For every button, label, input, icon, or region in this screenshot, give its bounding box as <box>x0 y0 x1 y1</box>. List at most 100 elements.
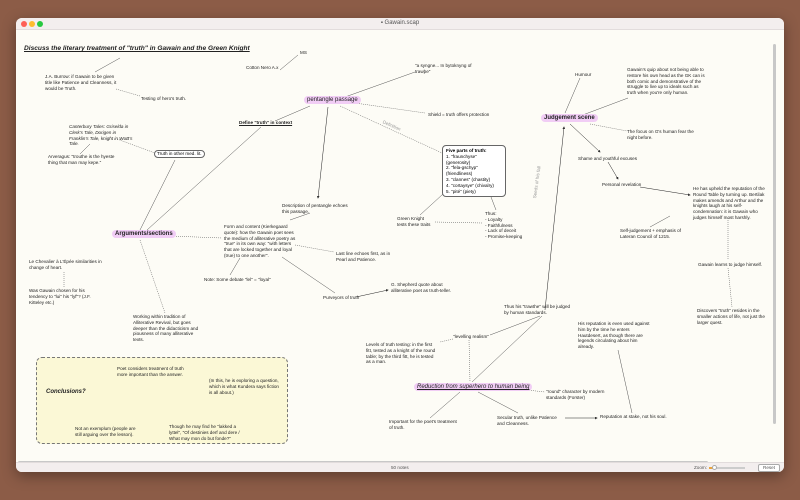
note-working[interactable]: Working within tradition of Alliterative… <box>133 314 199 343</box>
connector <box>116 138 156 154</box>
note-cotton[interactable]: Cotton Nero A.x <box>246 65 279 70</box>
connector <box>289 212 311 221</box>
minimize-button[interactable] <box>29 21 35 27</box>
zoom-slider-knob[interactable] <box>712 465 718 470</box>
connector <box>564 77 581 114</box>
connector <box>477 391 519 414</box>
connector <box>439 338 454 343</box>
note-arveragus[interactable]: Arveragus: "trouthe is the hyeste thing … <box>48 154 115 165</box>
note-conclusions[interactable]: Conclusions? <box>46 389 86 395</box>
note-five-parts[interactable]: Five parts of truth: 1. "fraunchyse" (ge… <box>442 145 506 198</box>
note-secular[interactable]: Secular truth, unlike Patience and Clean… <box>497 415 557 426</box>
note-exemplum[interactable]: Not an exemplum (people are still arguin… <box>75 426 136 437</box>
note-trawthe[interactable]: Thus his "trawthe" will be judged by hum… <box>504 304 571 315</box>
note-self-judgement[interactable]: Self-judgement + emphasis of Lateran Cou… <box>620 228 681 239</box>
note-arguments[interactable]: Arguments/sections <box>112 230 176 238</box>
note-discovers[interactable]: Discovers "truth" resides in the smaller… <box>697 308 765 325</box>
note-define-truth[interactable]: Define "truth" in context <box>239 120 293 125</box>
connector <box>344 71 416 98</box>
connector <box>468 339 471 383</box>
window-title: ▪ Gawain.scap <box>380 20 420 26</box>
note-reduction[interactable]: Reduction from superhero to human being <box>414 383 533 391</box>
connector <box>434 221 483 224</box>
note-last-line[interactable]: Last line echoes first, as in Pearl and … <box>336 251 391 262</box>
connector <box>639 186 690 195</box>
connector <box>429 391 461 419</box>
connector <box>139 159 176 231</box>
connector <box>589 123 628 132</box>
connector <box>115 88 141 97</box>
connector <box>354 102 426 114</box>
note-shame[interactable]: Shame and youthful excuses <box>578 156 637 161</box>
note-truth-other-med[interactable]: Truth in other med. lit. <box>154 150 205 158</box>
connector <box>544 127 564 311</box>
thus-item: - Loyalty <box>485 216 503 222</box>
note-ms[interactable]: MS <box>300 50 307 55</box>
vertical-scrollbar[interactable] <box>773 44 776 424</box>
note-levels[interactable]: Levels of truth testing: in the first fi… <box>366 342 436 365</box>
note-canterbury[interactable]: Canterbury Tales: Griselda in Clerk's Ta… <box>69 124 133 147</box>
zoom-button[interactable] <box>37 21 43 27</box>
document-icon: ▪ <box>380 20 385 26</box>
note-shepherd[interactable]: G. Shepherd quote about alliterative poe… <box>391 282 452 293</box>
note-learns[interactable]: Gawain learns to judge himself. <box>698 262 763 267</box>
note-chosen[interactable]: Was Gawain chosen for his tendency to "l… <box>29 288 91 305</box>
connector <box>579 97 629 117</box>
note-debate[interactable]: Note: Some debate "lel" = "loyal" <box>204 277 271 282</box>
note-reputation[interactable]: His reputation is even used against him … <box>578 321 650 350</box>
map-title-note[interactable]: Discuss the literary treatment of "truth… <box>24 45 250 52</box>
connector <box>649 215 671 228</box>
connector <box>355 290 388 298</box>
note-quip[interactable]: Gawain's quip about not being able to re… <box>627 67 705 96</box>
connector <box>607 161 618 179</box>
note-description[interactable]: Description of pentangle echoes this pas… <box>282 203 348 214</box>
connector <box>274 105 311 122</box>
note-important[interactable]: Important for the poet's treatment of tr… <box>389 419 457 430</box>
note-levelling[interactable]: "levelling realism" <box>453 334 489 339</box>
connector <box>281 256 336 294</box>
note-shield[interactable]: Shield = truth offers protection <box>428 112 490 117</box>
note-syngne[interactable]: "a syngne... In bytoknyng of trawþe" <box>415 63 472 74</box>
connector <box>79 143 91 155</box>
connector <box>139 239 166 314</box>
connector <box>471 315 543 383</box>
conclusions-group[interactable]: Poet considers treatment of truth more i… <box>36 357 288 444</box>
note-testing[interactable]: Testing of hero's truth. <box>141 96 187 101</box>
note-chevalier[interactable]: Le Chevalier à L'Épée similarities in ch… <box>29 259 102 270</box>
close-button[interactable] <box>21 21 27 27</box>
connector <box>339 105 443 154</box>
five-part-item: 3. "clannes" (chastity) <box>446 176 491 182</box>
connector <box>489 315 541 336</box>
connector <box>229 257 241 276</box>
thus-item: - Promise-keeping <box>485 234 523 240</box>
note-humour[interactable]: Humour <box>575 72 592 77</box>
connector <box>169 235 223 239</box>
note-in-this[interactable]: (In this, he is exploring a question, wh… <box>209 378 279 395</box>
note-revelation[interactable]: Personal revelation <box>602 182 642 187</box>
map-canvas[interactable]: Discuss the literary treatment of "truth… <box>16 30 778 460</box>
note-form-content[interactable]: Form and content (Kierkegaard quote): ho… <box>224 224 296 258</box>
thus-item: - Lack of deceit <box>485 228 517 234</box>
note-pentangle-passage[interactable]: pentangle passage <box>304 96 361 104</box>
note-focus[interactable]: The focus on G's human fear the night be… <box>627 129 694 140</box>
note-judgement-scene[interactable]: Judgement scene <box>541 114 598 122</box>
note-burrow[interactable]: J.A. Burrow: if Gawain to be given title… <box>45 74 117 91</box>
connector <box>146 126 262 231</box>
connector <box>569 123 600 152</box>
note-thus[interactable]: Thus: - Loyalty - Faithfulness - Lack of… <box>485 211 522 240</box>
scapple-window: ▪ Gawain.scap <box>16 18 784 472</box>
note-green-knight[interactable]: Green Knight tests these traits <box>397 216 431 227</box>
note-poet[interactable]: Poet considers treatment of truth more i… <box>117 366 184 377</box>
five-part-item: 4. "cortaysye" (chivalry) <box>446 182 494 188</box>
zoom-slider[interactable] <box>709 465 745 470</box>
note-though[interactable]: Though he may find he "lakked a lyttel",… <box>169 424 240 441</box>
title-bar: ▪ Gawain.scap <box>16 18 784 30</box>
note-purveyors[interactable]: Purveyors of truth <box>323 295 360 300</box>
note-upheld[interactable]: He has upheld the reputation of the Roun… <box>693 186 765 220</box>
zoom-label: Zoom: <box>694 465 708 470</box>
note-round[interactable]: "round" character by modern standards (F… <box>546 389 605 400</box>
reset-zoom-button[interactable]: Reset <box>758 464 781 472</box>
note-stake[interactable]: Reputation at stake, not his soul. <box>600 414 667 419</box>
status-bar: 50 notes Zoom: Reset <box>16 462 784 472</box>
note-count: 50 notes <box>391 465 409 470</box>
